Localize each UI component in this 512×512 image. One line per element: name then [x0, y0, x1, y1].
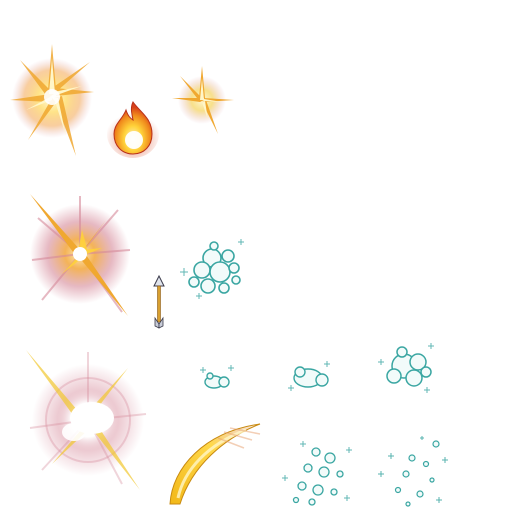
ice-puff-small	[196, 362, 238, 396]
arrow-icon	[153, 274, 165, 329]
sparkle-icon	[378, 436, 448, 507]
explosion-icon	[26, 350, 147, 490]
ice-cloud-medium	[172, 234, 248, 304]
fire-slash	[164, 418, 268, 508]
spark-icon	[172, 66, 234, 134]
ice-burst-icon	[180, 239, 244, 299]
fire-spark-small	[168, 64, 236, 136]
ice-sparkle-scatter	[372, 434, 452, 512]
explosion-icon	[30, 194, 131, 316]
fire-burst-small	[6, 40, 100, 160]
slash-icon	[169, 423, 261, 505]
fireball	[106, 98, 160, 158]
fire-burst-large	[22, 344, 150, 494]
sparkle-icon	[282, 441, 352, 506]
ice-burst-icon	[378, 343, 434, 393]
ice-sparkle-cluster	[278, 438, 360, 512]
arrow	[152, 274, 166, 330]
ice-burst-icon	[200, 365, 234, 389]
fire-burst-medium	[22, 190, 134, 318]
ice-puff-medium	[286, 358, 334, 398]
explosion-icon	[10, 44, 94, 156]
flame-icon	[107, 101, 159, 158]
ice-burst-icon	[288, 361, 330, 391]
ice-cloud-large	[374, 340, 438, 398]
